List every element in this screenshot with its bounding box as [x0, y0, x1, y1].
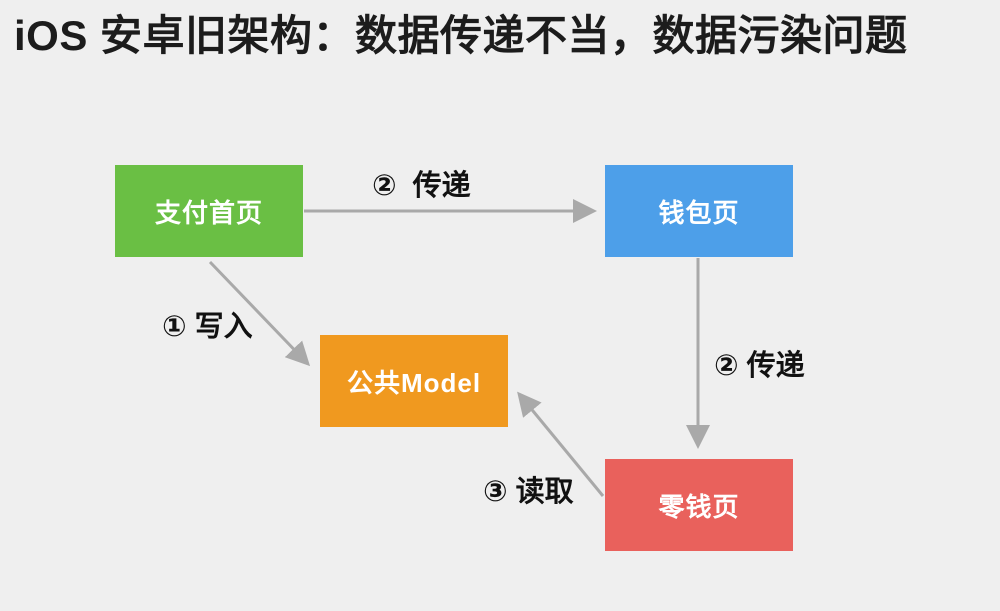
page-title: iOS 安卓旧架构：数据传递不当，数据污染问题	[14, 12, 908, 59]
edge-label-pass-horizontal: ② 传递	[372, 170, 471, 202]
edge-label-pass-vertical: ② 传递	[714, 350, 805, 382]
node-change-page-label: 零钱页	[658, 491, 740, 522]
node-pay-home-label: 支付首页	[154, 197, 263, 228]
node-shared-model-label: 公共Model	[346, 367, 482, 398]
node-wallet: 钱包页	[605, 165, 793, 257]
edge-label-read: ③ 读取	[483, 476, 574, 508]
node-pay-home: 支付首页	[115, 165, 303, 257]
edge-label-write: ① 写入	[162, 311, 253, 343]
node-change-page: 零钱页	[605, 459, 793, 551]
node-shared-model: 公共Model	[320, 335, 508, 427]
node-wallet-label: 钱包页	[658, 197, 740, 228]
